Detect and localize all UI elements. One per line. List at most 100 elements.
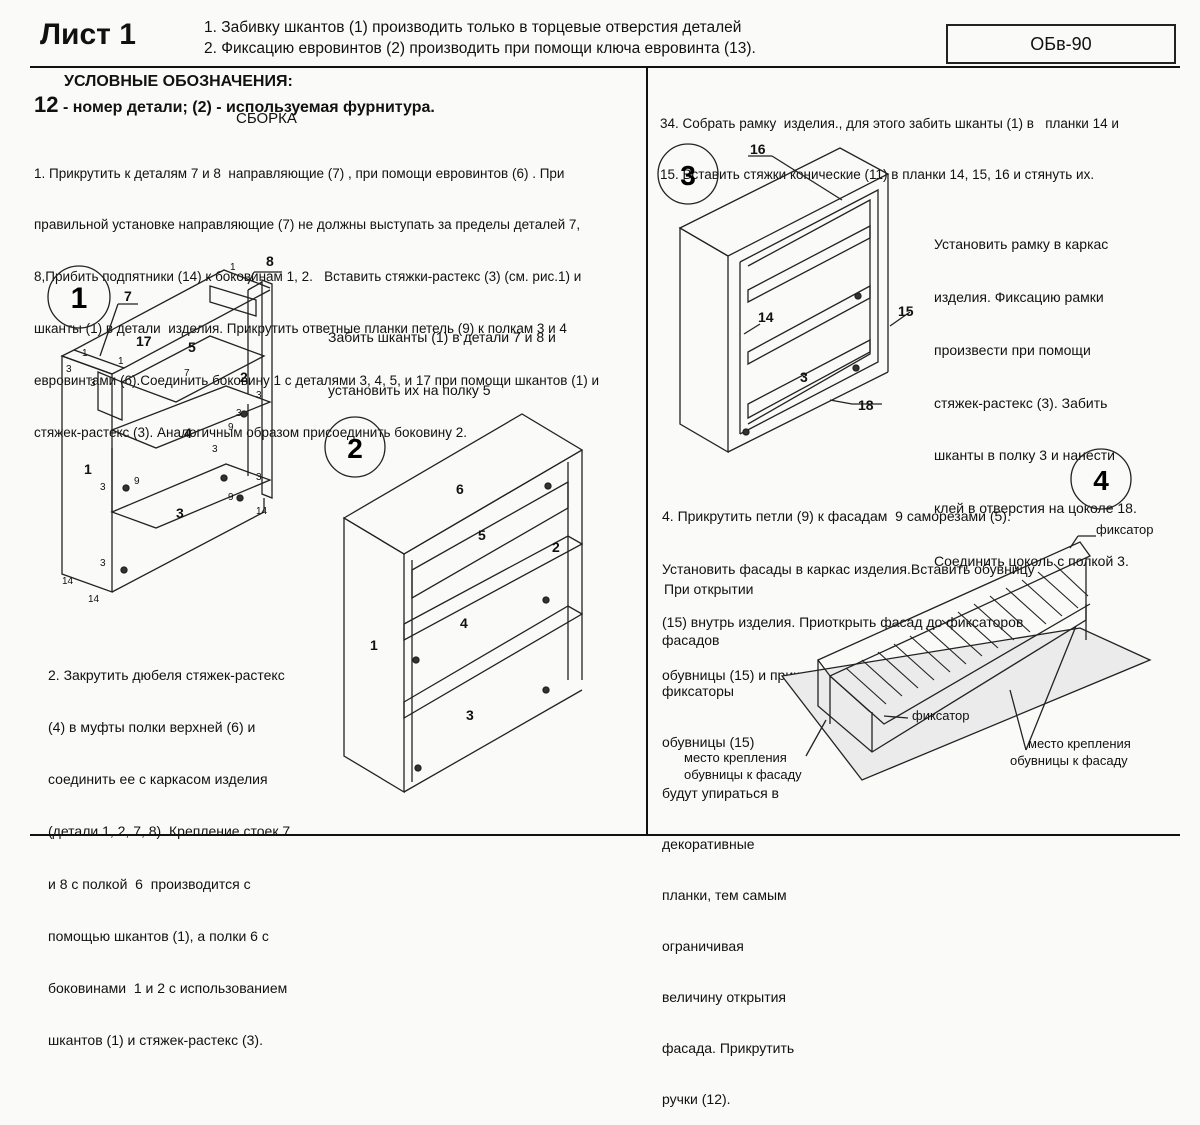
fig1-label: 3 bbox=[90, 378, 96, 389]
fig4-latch-label: фиксатор bbox=[1096, 522, 1154, 537]
step4-note-line: обувницы (15) bbox=[662, 734, 755, 750]
fig3-label: 18 bbox=[858, 397, 874, 413]
step2-line: помощью шкантов (1), а полки 6 с bbox=[48, 927, 269, 944]
fig4-mount-label-left: обувницы к фасаду bbox=[684, 767, 802, 782]
fig2-cabinet-drawing bbox=[342, 413, 584, 794]
fig1-label: 3 bbox=[66, 364, 72, 375]
legend-line: 12 - номер детали; (2) - используемая фу… bbox=[34, 92, 435, 118]
top-rule bbox=[30, 66, 1180, 68]
step4-note-line: будут упираться в bbox=[662, 785, 779, 801]
fig1-label: 4 bbox=[184, 425, 192, 441]
fig1-label: 1 bbox=[230, 262, 236, 273]
fig3-number: 3 bbox=[680, 160, 696, 191]
step4-note-line: фасадов bbox=[662, 632, 720, 648]
fig1-label: 14 bbox=[88, 594, 100, 605]
fig4-mount-label-right: место крепления bbox=[1028, 736, 1131, 751]
fig1-label: 9 bbox=[228, 422, 234, 433]
step1-line: шканты (1) в детали изделия. Прикрутить … bbox=[34, 321, 567, 337]
header-note-2: 2. Фиксацию евровинтов (2) производить п… bbox=[204, 40, 756, 57]
fig3-note-line: шканты в полку 3 и нанести bbox=[934, 447, 1115, 464]
fig4-latch-label: фиксатор bbox=[912, 708, 970, 723]
step1-line: 8,Прибить подпятники (14) к боковинам 1,… bbox=[34, 269, 582, 285]
fig4-number-circle bbox=[1070, 448, 1132, 510]
fig1-label: 1 bbox=[118, 356, 124, 367]
step4-note-line: декоративные bbox=[662, 836, 755, 852]
fig2-number: 2 bbox=[347, 433, 363, 464]
step4-note-line: При открытии bbox=[664, 581, 754, 597]
fig3-note-line: изделия. Фиксацию рамки bbox=[934, 288, 1104, 305]
fig1-label: 3 bbox=[212, 444, 218, 455]
step4-note-line: фасада. Прикрутить bbox=[662, 1040, 795, 1056]
step1-line: 1. Прикрутить к деталям 7 и 8 направляющ… bbox=[34, 165, 565, 181]
fig1-label: 2 bbox=[240, 369, 248, 385]
header-note-1: 1. Забивку шкантов (1) производить тольк… bbox=[204, 19, 742, 36]
fig1-label: 3 bbox=[176, 505, 184, 521]
step3-text: 34. Собрать рамку изделия., для этого за… bbox=[660, 80, 1119, 201]
legend-number-example: 12 bbox=[34, 92, 59, 117]
step2-line: соединить ее с каркасом изделия bbox=[48, 771, 268, 788]
fig2-label: 5 bbox=[478, 527, 486, 543]
fig3-note-line: произвести при помощи bbox=[934, 341, 1091, 358]
step1-line: евровинтами (6).Соединить боковину 1 с д… bbox=[34, 373, 600, 389]
fig1-label: 7 bbox=[124, 288, 132, 304]
fig1-label: 3 bbox=[236, 408, 242, 419]
legend-number-text: - номер детали; bbox=[62, 99, 188, 116]
fig1-label: 9 bbox=[134, 476, 140, 487]
step2-line: 2. Закрутить дюбеля стяжек-растекс bbox=[48, 666, 285, 683]
fig1-label: 17 bbox=[136, 333, 152, 349]
fig1-note-line: установить их на полку 5 bbox=[328, 381, 491, 398]
step1-line: правильной установке направляющие (7) не… bbox=[34, 217, 581, 233]
figures-canvas: 1 2 3 4 7 8 17 5 2 4 1 3 14 14 14 1 1 1 … bbox=[47, 141, 1154, 794]
assembly-title: СБОРКА bbox=[236, 110, 297, 127]
fig1-label: 3 bbox=[100, 558, 106, 569]
step4-note-line: ограничивая bbox=[662, 938, 744, 954]
fig1-label: 9 bbox=[228, 492, 234, 503]
step2-line: шкантов (1) и стяжек-растекс (3). bbox=[48, 1032, 263, 1049]
fig1-label: 14 bbox=[62, 576, 74, 587]
fig3-cabinet-drawing bbox=[678, 147, 911, 454]
fig1-label: 5 bbox=[188, 339, 196, 355]
column-divider bbox=[646, 68, 648, 834]
fig4-mount-label-left: место крепления bbox=[684, 750, 787, 765]
fig4-shoe-rack-drawing bbox=[780, 535, 1152, 781]
fig3-label: 16 bbox=[750, 141, 766, 157]
step1-line: стяжек-растекс (3). Аналогичным образом … bbox=[34, 425, 468, 441]
fig1-number: 1 bbox=[71, 282, 88, 315]
fig1-number-circle bbox=[47, 265, 111, 329]
fig1-label: 14 bbox=[256, 506, 268, 517]
fig2-number-circle bbox=[324, 416, 386, 478]
legend-fittings-text: - используемая фурнитура. bbox=[216, 99, 435, 116]
fig2-label: 4 bbox=[460, 615, 468, 631]
fig3-note-line: Соединить цоколь с полкой 3. bbox=[934, 552, 1129, 569]
fig3-note: Установить рамку в каркас изделия. Фикса… bbox=[934, 201, 1137, 588]
fig1-label: 3 bbox=[256, 390, 262, 401]
fig3-note-line: Установить рамку в каркас bbox=[934, 236, 1109, 253]
fig4-mount-label-right: обувницы к фасаду bbox=[1010, 753, 1128, 768]
step2-line: и 8 с полкой 6 производится с bbox=[48, 875, 251, 892]
fig1-label: 8 bbox=[266, 253, 274, 269]
step2-line: боковинами 1 и 2 с использованием bbox=[48, 980, 288, 997]
model-code-box: ОБв-90 bbox=[946, 24, 1176, 64]
fig1-label: 1 bbox=[84, 461, 92, 477]
fig1-label: 7 bbox=[184, 368, 190, 379]
legend-title: УСЛОВНЫЕ ОБОЗНАЧЕНИЯ: bbox=[64, 73, 293, 90]
fig3-label: 15 bbox=[898, 303, 914, 319]
fig1-note: Забить шканты (1) в детали 7 и 8 и устан… bbox=[328, 294, 556, 417]
fig2-label: 2 bbox=[552, 539, 560, 555]
fig3-note-line: стяжек-растекс (3). Забить bbox=[934, 394, 1108, 411]
fig1-label: 3 bbox=[100, 482, 106, 493]
step4-note-line: фиксаторы bbox=[662, 683, 734, 699]
fig1-label: 1 bbox=[82, 348, 88, 359]
fig1-label: 3 bbox=[256, 472, 262, 483]
step4-line: 4. Прикрутить петли (9) к фасадам 9 само… bbox=[662, 508, 1011, 525]
step2-line: (детали 1, 2, 7, 8). Крепление стоек 7 bbox=[48, 823, 291, 840]
fig3-number-circle bbox=[657, 143, 719, 205]
step4-note-line: планки, тем самым bbox=[662, 887, 787, 903]
legend-fittings-example: (2) bbox=[192, 99, 212, 116]
step1-text: 1. Прикрутить к деталям 7 и 8 направляющ… bbox=[34, 130, 599, 459]
step4-note-line: величину открытия bbox=[662, 989, 787, 1005]
step4-note-line: ручки (12). bbox=[662, 1091, 731, 1107]
fig2-label: 3 bbox=[466, 707, 474, 723]
bottom-rule bbox=[30, 834, 1180, 836]
fig3-note-line: клей в отверстия на цоколе 18. bbox=[934, 500, 1137, 517]
